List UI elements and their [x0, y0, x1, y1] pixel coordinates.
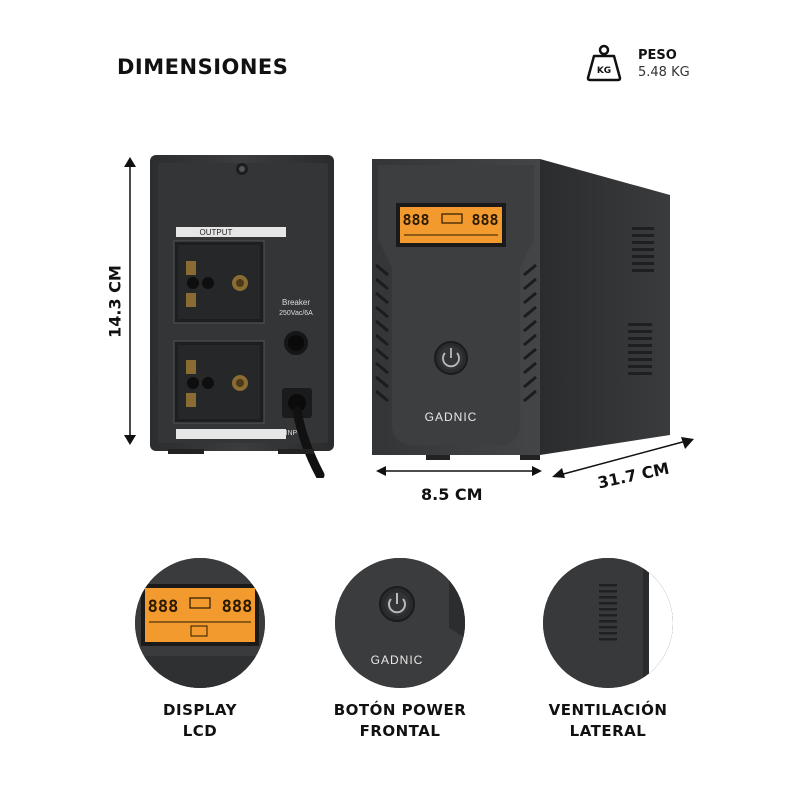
output-label: OUTPUT	[200, 228, 233, 237]
feature-ventilation-image	[543, 558, 673, 688]
feature-power-image: GADNIC	[335, 558, 465, 688]
weight-value: 5.48 KG	[638, 65, 690, 80]
feature-display-image: 888 888	[135, 558, 265, 688]
feature-ventilation-line2: LATERAL	[569, 722, 647, 740]
width-dimension: 8.5 CM	[421, 485, 483, 504]
feature-ventilation-line1: VENTILACIÓN	[548, 701, 668, 719]
weight-icon-text: KG	[597, 66, 611, 76]
breaker-rating: 250Vac/6A	[279, 310, 313, 317]
page-title: DIMENSIONES	[117, 55, 289, 79]
ups-front-photo: 888 888 GADNIC	[372, 159, 670, 460]
weight-label: PESO	[638, 48, 677, 63]
circle-lcd-input-digits: 888	[148, 597, 179, 617]
feature-power-line2: FRONTAL	[359, 722, 441, 740]
front-brand: GADNIC	[425, 410, 478, 424]
width-arrow	[376, 466, 542, 476]
breaker-label: Breaker	[282, 298, 310, 307]
feature-display-line2: LCD	[182, 722, 218, 740]
weight-kg-icon: KG	[586, 44, 622, 82]
lcd-output-digits: 888	[471, 211, 498, 229]
feature-label-display: DISPLAY LCD	[115, 700, 285, 742]
circle-lcd-output-digits: 888	[222, 597, 253, 617]
depth-arrow	[552, 437, 694, 478]
feature-label-ventilation: VENTILACIÓN LATERAL	[523, 700, 693, 742]
height-dimension: 14.3 CM	[105, 265, 125, 338]
input-label: INPUT	[286, 430, 308, 437]
circle-brand: GADNIC	[371, 653, 424, 667]
lcd-input-digits: 888	[402, 211, 429, 229]
ups-rear-photo: OUTPUT Breaker 250Vac/6A INPUT	[150, 155, 334, 478]
feature-power-line1: BOTÓN POWER	[333, 701, 467, 719]
height-arrow	[124, 157, 136, 445]
feature-label-power: BOTÓN POWER FRONTAL	[315, 700, 485, 742]
feature-display-line1: DISPLAY	[163, 701, 237, 719]
